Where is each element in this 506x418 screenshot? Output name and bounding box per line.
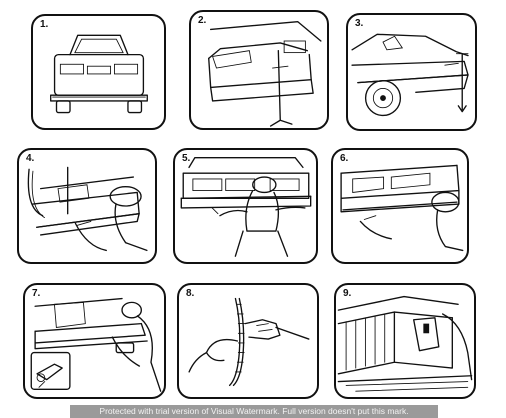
step-6-number: 6. <box>340 153 349 164</box>
trunk-interior-illustration <box>337 295 473 392</box>
rear-quarter-measure-illustration <box>208 20 322 127</box>
step-8-panel: 8. <box>177 283 319 399</box>
step-2-panel: 2. <box>189 10 329 130</box>
car-side-rear-illustration <box>351 33 469 117</box>
step-3-number: 3. <box>355 18 364 29</box>
step-9-panel: 9. <box>334 283 476 399</box>
step-1-number: 1. <box>40 19 49 30</box>
step-6-panel: 6. <box>331 148 469 264</box>
step-1-panel: 1. <box>31 14 166 130</box>
step-7-panel: 7. <box>23 283 166 399</box>
watermark-banner: Protected with trial version of Visual W… <box>70 405 438 418</box>
press-strip-bumper-illustration <box>340 164 464 252</box>
handle-strip-coil-illustration <box>188 297 310 387</box>
step-2-number: 2. <box>198 15 207 26</box>
car-rear-view-illustration <box>50 34 148 114</box>
step-3-panel: 3. <box>346 13 477 131</box>
fit-trim-end-illustration <box>30 297 162 392</box>
step-9-number: 9. <box>343 288 352 299</box>
apply-tape-corner-illustration <box>27 166 148 252</box>
step-8-number: 8. <box>186 288 195 299</box>
step-4-panel: 4. <box>17 148 157 264</box>
step-4-number: 4. <box>26 153 35 164</box>
step-7-number: 7. <box>32 288 41 299</box>
step-5-number: 5. <box>182 153 191 164</box>
apply-strip-bumper-illustration <box>180 157 312 257</box>
step-5-panel: 5. <box>173 148 318 264</box>
